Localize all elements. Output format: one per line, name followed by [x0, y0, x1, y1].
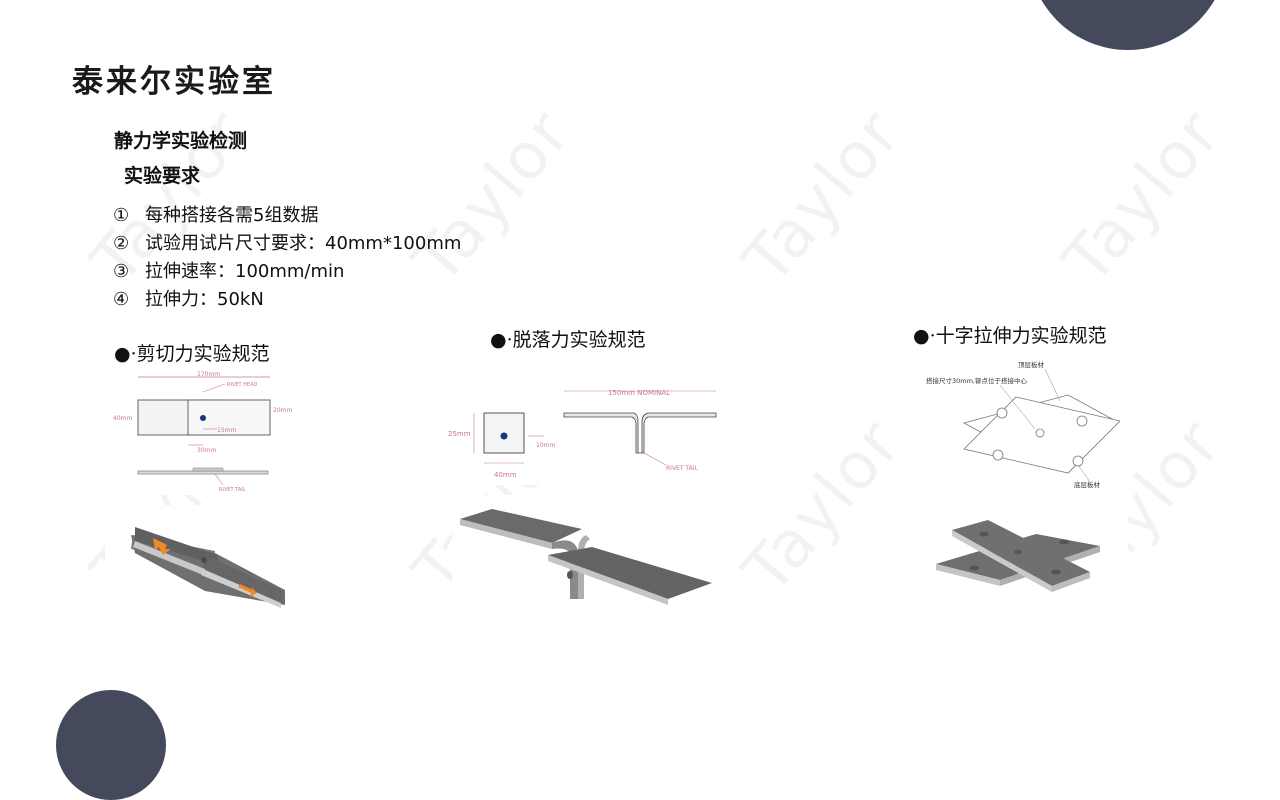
- dimension-label: 20mm: [273, 407, 292, 414]
- overlap-note-label: 搭接尺寸30mm,铆点位于搭接中心: [926, 376, 1028, 385]
- cross-tension-test-drawing: 顶层板材 搭接尺寸30mm,铆点位于搭接中心 底层板材: [920, 357, 1120, 489]
- page-title: 泰来尔实验室: [72, 64, 276, 100]
- dimension-label: 15mm: [217, 427, 236, 434]
- rivet-tail-label: RIVET TAIL: [219, 487, 246, 493]
- peel-test-sample-image: [452, 495, 717, 630]
- shear-test-caption: ●·剪切力实验规范: [114, 343, 270, 365]
- top-plate-label: 顶层板材: [1018, 360, 1045, 369]
- section-title: 静力学实验检测: [114, 130, 248, 152]
- rivet-tail-label: RIVET TAIL: [666, 465, 698, 472]
- shear-test-drawing: 170mm 40mm 20mm 15mm 30mm RIVET HEAD RIV…: [105, 367, 305, 495]
- watermark: Taylor: [730, 406, 916, 608]
- watermark: Taylor: [730, 96, 916, 298]
- decorative-circle-bottom: [56, 690, 166, 800]
- shear-test-sample-image: [105, 505, 305, 635]
- bottom-plate-label: 底层板材: [1074, 480, 1101, 489]
- dimension-label: 40mm: [494, 471, 517, 479]
- dimension-label: 150mm NOMINAL: [608, 389, 670, 397]
- watermark: Taylor: [400, 96, 586, 298]
- dimension-label: 170mm: [197, 371, 220, 378]
- cross-tension-test-caption: ●·十字拉伸力实验规范: [913, 325, 1107, 347]
- dimension-label: 30mm: [197, 447, 216, 454]
- peel-test-drawing: 25mm 10mm 40mm 150mm NOMINAL RIVET TAIL: [448, 367, 718, 485]
- cross-tension-sample-image: [906, 498, 1128, 628]
- rivet-head-label: RIVET HEAD: [227, 382, 258, 388]
- dimension-label: 10mm: [536, 442, 555, 449]
- subsection-title: 实验要求: [124, 165, 201, 187]
- watermark: Taylor: [1050, 96, 1236, 298]
- dimension-label: 40mm: [113, 415, 132, 422]
- peel-test-caption: ●·脱落力实验规范: [490, 329, 646, 351]
- decorative-circle-top: [1028, 0, 1228, 50]
- dimension-label: 25mm: [448, 430, 471, 438]
